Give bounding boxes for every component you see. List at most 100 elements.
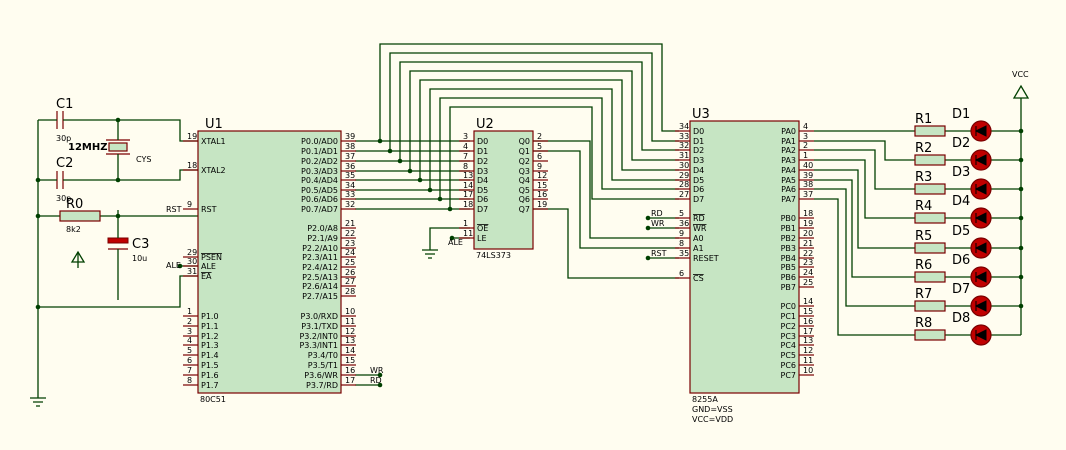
u2-pin-name: Q2 <box>519 157 530 166</box>
u1-pin-number: 14 <box>345 346 355 355</box>
u1-pin-name: P0.3/AD3 <box>301 167 338 176</box>
resistor-r4 <box>914 212 946 224</box>
u3-pin-name: PC0 <box>781 302 797 311</box>
u1-pin-number: 32 <box>345 200 355 209</box>
u3-pin-number: 2 <box>803 141 808 150</box>
u3-pin-number: 19 <box>803 219 813 228</box>
u1-pin-name: RST <box>201 205 217 214</box>
u2-pin-number: 13 <box>463 171 473 180</box>
u1-pin-name: P0.5/AD5 <box>301 186 338 195</box>
u1-pin-name: P3.4/T0 <box>308 351 338 360</box>
u2-pin-name: D4 <box>477 176 488 185</box>
u3-pin-number: 31 <box>679 151 689 160</box>
u1-pin-name: P2.1/A9 <box>307 234 338 243</box>
u3-pin-number: 20 <box>803 229 813 238</box>
u3-pin-number: 18 <box>803 209 813 218</box>
led-ref: D7 <box>952 282 970 297</box>
u1-pin-name: PSEN <box>201 253 222 262</box>
u3-pin-number: 27 <box>679 190 689 199</box>
u3-pin-name: PC3 <box>781 332 797 341</box>
u3-ref: U3 <box>692 107 710 122</box>
u1-pin-number: 17 <box>345 376 355 385</box>
u1-pin-number: 34 <box>345 181 355 190</box>
u1-pin-name: P1.0 <box>201 312 219 321</box>
net-rd-u1: RD <box>370 376 382 385</box>
ground-symbol-main <box>30 397 46 407</box>
u3-pin-number: 34 <box>679 122 689 131</box>
u2-pin-number: 4 <box>463 142 468 151</box>
net-wr-u3: WR <box>651 219 665 228</box>
u1-pin-number: 33 <box>345 190 355 199</box>
chip-74ls373: U274LS3733D04D17D28D313D414D517D618D71OE… <box>459 117 548 260</box>
u3-pin-name: PC2 <box>781 322 797 331</box>
resistor-ref: R8 <box>915 316 932 331</box>
u1-pin-name: P2.3/A11 <box>302 253 338 262</box>
u2-pin-number: 1 <box>463 219 468 228</box>
u2-pin-name: D0 <box>477 137 488 146</box>
resistor-r3 <box>914 183 946 195</box>
u3-pin-number: 37 <box>803 190 813 199</box>
u1-pin-number: 2 <box>187 317 192 326</box>
u3-pin-number: 32 <box>679 141 689 150</box>
u1-pin-number: 7 <box>187 366 192 375</box>
u3-pin-name: PC4 <box>781 341 797 350</box>
u1-pin-number: 25 <box>345 258 355 267</box>
u3-pin-number: 35 <box>679 249 689 258</box>
u2-pin-name: D2 <box>477 157 488 166</box>
u1-pin-name: P1.5 <box>201 361 219 370</box>
u3-pin-number: 6 <box>679 269 684 278</box>
u3-pin-name: PA6 <box>781 185 796 194</box>
u3-note: VCC=VDD <box>692 415 733 424</box>
led-ref: D1 <box>952 107 970 122</box>
u3-part: 8255A <box>692 395 718 404</box>
capacitor-c3: C3 10u <box>107 235 149 263</box>
u3-pin-name: CS <box>693 274 704 283</box>
led-ref: D6 <box>952 253 970 268</box>
u3-pin-number: 17 <box>803 327 813 336</box>
resistor-ref: R6 <box>915 258 932 273</box>
led-ref: D4 <box>952 194 970 209</box>
chip-8255a: U38255AGND=VSSVCC=VDD34D033D132D231D330D… <box>675 107 814 424</box>
resistor-ref: R2 <box>915 141 932 156</box>
led-ref: D8 <box>952 311 970 326</box>
u3-pin-number: 28 <box>679 180 689 189</box>
resistor-r1 <box>914 125 946 137</box>
u1-pin-name: P2.2/A10 <box>302 244 338 253</box>
u2-part: 74LS373 <box>476 251 511 260</box>
u1-pin-name: P3.1/TXD <box>301 322 338 331</box>
crystal-ref: 12MHZ <box>68 142 108 153</box>
u1-pin-name: P0.2/AD2 <box>301 157 338 166</box>
led-d2 <box>970 149 992 171</box>
r0-ref: R0 <box>66 197 83 212</box>
u3-pin-name: A1 <box>693 244 704 253</box>
u1-pin-name: P0.7/AD7 <box>301 205 338 214</box>
u3-pin-name: PC5 <box>781 351 797 360</box>
u3-pin-number: 11 <box>803 356 813 365</box>
u1-pin-number: 26 <box>345 268 355 277</box>
u3-pin-name: PC6 <box>781 361 797 370</box>
u1-pin-name: P0.1/AD1 <box>301 147 338 156</box>
u1-pin-number: 29 <box>187 248 197 257</box>
u3-pin-number: 14 <box>803 297 813 306</box>
u1-pin-number: 30 <box>187 257 197 266</box>
led-ref: D3 <box>952 165 970 180</box>
c2-ref: C2 <box>56 156 73 171</box>
led-d7 <box>970 295 992 317</box>
u3-pin-number: 25 <box>803 278 813 287</box>
u2-pin-name: D1 <box>477 147 488 156</box>
vcc-terminal: VCC <box>1012 70 1030 99</box>
u3-pin-number: 9 <box>679 229 684 238</box>
u2-pin-number: 7 <box>463 152 468 161</box>
u2-pin-number: 18 <box>463 200 473 209</box>
resistor-r0: R0 8k2 <box>59 197 101 234</box>
u1-pin-name: P0.0/AD0 <box>301 137 338 146</box>
c3-ref: C3 <box>132 237 149 252</box>
c3-value: 10u <box>132 254 147 263</box>
resistor-r8 <box>914 329 946 341</box>
u2-pin-number: 16 <box>537 190 547 199</box>
u3-pin-number: 13 <box>803 336 813 345</box>
led-ref: D2 <box>952 136 970 151</box>
u3-pin-name: D7 <box>693 195 704 204</box>
